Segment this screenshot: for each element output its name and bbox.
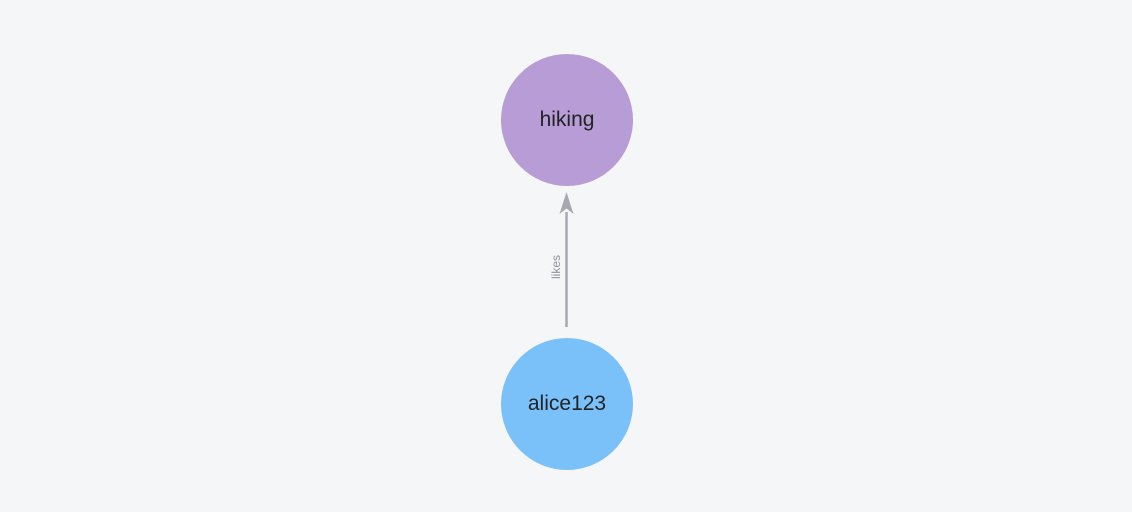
node-alice123-label: alice123 <box>527 392 607 415</box>
edge-arrowhead <box>559 192 574 214</box>
node-hiking[interactable]: hiking <box>501 54 633 186</box>
node-alice123[interactable]: alice123 <box>501 338 633 470</box>
edge-label-likes: likes <box>549 255 563 280</box>
node-hiking-label: hiking <box>539 108 595 131</box>
